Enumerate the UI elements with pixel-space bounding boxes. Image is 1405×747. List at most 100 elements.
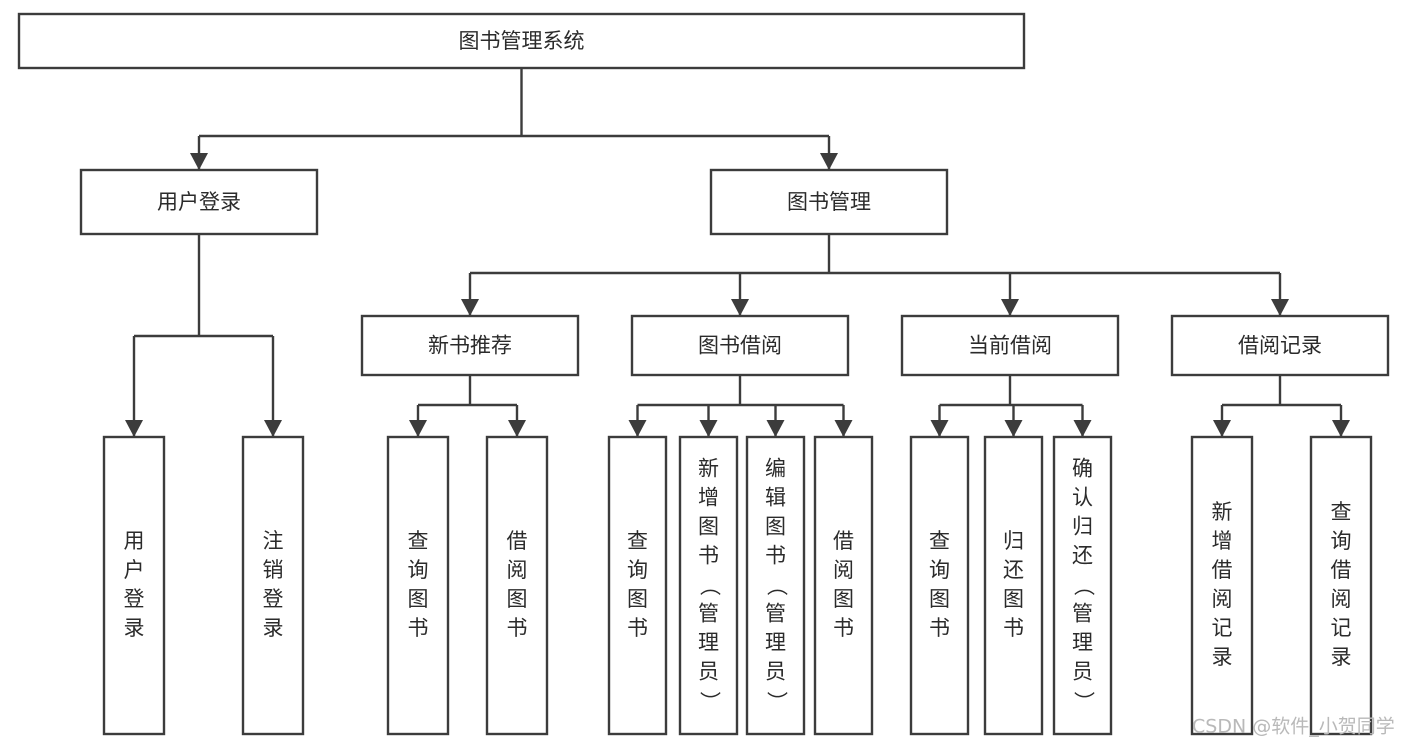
node-current-borrow[interactable]: 当前借阅 <box>900 314 1120 377</box>
arrow-head-icon <box>508 420 526 437</box>
node-label-char-leaf-edit-book-4: （ <box>765 575 789 596</box>
node-borrow-records[interactable]: 借阅记录 <box>1170 314 1390 377</box>
node-label-char-leaf-query-book-borrow-1: 询 <box>627 558 648 582</box>
node-label-char-leaf-query-book-current-2: 图 <box>929 587 950 611</box>
arrow-head-icon <box>125 420 143 437</box>
node-label-book-borrow: 图书借阅 <box>698 334 782 358</box>
node-label-char-leaf-add-book-3: 书 <box>698 544 719 568</box>
node-box-book-borrow <box>630 314 850 377</box>
node-label-char-leaf-confirm-return-6: 理 <box>1072 631 1093 655</box>
node-label-char-leaf-query-book-borrow-2: 图 <box>627 587 648 611</box>
node-box-leaf-confirm-return <box>1052 435 1113 736</box>
node-label-char-leaf-borrow-book-3: 书 <box>833 616 854 640</box>
node-box-leaf-borrow-book-recommend <box>485 435 549 736</box>
node-leaf-user-login[interactable]: 用户登录 <box>102 435 166 736</box>
node-label-char-leaf-logout-3: 录 <box>263 616 284 640</box>
node-label-char-leaf-edit-book-3: 书 <box>765 544 786 568</box>
node-label-char-leaf-edit-book-8: ） <box>765 691 789 712</box>
node-label-char-leaf-query-borrow-record-5: 录 <box>1331 645 1352 669</box>
node-label-char-leaf-confirm-return-7: 员 <box>1072 660 1093 684</box>
node-label-char-leaf-query-book-current-0: 查 <box>929 529 950 553</box>
node-label-char-leaf-edit-book-1: 辑 <box>765 486 786 510</box>
node-label-char-leaf-return-book-0: 归 <box>1003 529 1024 553</box>
watermark-layer: CSDN @软件_小贺同学 <box>1192 716 1395 738</box>
node-label-char-leaf-query-book-recommend-1: 询 <box>408 558 429 582</box>
node-root[interactable]: 图书管理系统 <box>17 12 1026 70</box>
connector-conn-root-to-level2 <box>190 68 838 170</box>
node-label-char-leaf-confirm-return-0: 确 <box>1072 457 1093 481</box>
node-label-char-leaf-query-borrow-record-4: 记 <box>1331 616 1352 640</box>
node-label-char-leaf-borrow-book-recommend-0: 借 <box>507 529 528 553</box>
node-label-char-leaf-borrow-book-1: 阅 <box>833 558 854 582</box>
node-label-new-book-recommend: 新书推荐 <box>428 334 512 358</box>
node-label-char-leaf-confirm-return-4: （ <box>1072 575 1096 596</box>
node-label-char-leaf-add-book-6: 理 <box>698 631 719 655</box>
node-label-char-leaf-user-login-1: 户 <box>124 558 145 582</box>
node-label-char-leaf-add-book-7: 员 <box>698 660 719 684</box>
node-label-char-leaf-add-borrow-record-4: 记 <box>1212 616 1233 640</box>
node-label-char-leaf-borrow-book-recommend-2: 图 <box>507 587 528 611</box>
node-label-char-leaf-add-borrow-record-3: 阅 <box>1212 587 1233 611</box>
node-label-char-leaf-confirm-return-3: 还 <box>1072 544 1093 568</box>
node-new-book-recommend[interactable]: 新书推荐 <box>360 314 580 377</box>
arrow-head-icon <box>766 420 785 437</box>
arrow-head-icon <box>1004 420 1023 437</box>
node-label-root: 图书管理系统 <box>459 29 585 53</box>
node-box-leaf-return-book <box>983 435 1044 736</box>
node-user-login[interactable]: 用户登录 <box>79 168 319 236</box>
connector-conn-userlogin-to-leaves <box>125 234 282 437</box>
arrow-head-icon <box>820 153 838 170</box>
node-box-borrow-records <box>1170 314 1390 377</box>
node-box-current-borrow <box>900 314 1120 377</box>
node-label-char-leaf-edit-book-6: 理 <box>765 631 786 655</box>
arrow-head-icon <box>1332 420 1350 437</box>
node-label-char-leaf-edit-book-2: 图 <box>765 515 786 539</box>
node-label-char-leaf-logout-1: 销 <box>263 558 284 582</box>
node-book-management[interactable]: 图书管理 <box>709 168 949 236</box>
node-label-char-leaf-return-book-2: 图 <box>1003 587 1024 611</box>
node-label-char-leaf-add-book-4: （ <box>698 575 722 596</box>
arrow-head-icon <box>731 299 749 316</box>
node-box-leaf-query-book-recommend <box>386 435 450 736</box>
arrow-head-icon <box>190 153 208 170</box>
node-box-leaf-edit-book <box>745 435 806 736</box>
connector-conn-current-to-leaves <box>930 375 1092 437</box>
connector-layer <box>125 68 1350 437</box>
node-label-char-leaf-borrow-book-recommend-3: 书 <box>507 616 528 640</box>
node-label-user-login: 用户登录 <box>157 190 241 214</box>
node-book-borrow[interactable]: 图书借阅 <box>630 314 850 377</box>
node-label-char-leaf-return-book-1: 还 <box>1003 558 1024 582</box>
arrow-head-icon <box>834 420 853 437</box>
node-label-char-leaf-add-book-0: 新 <box>698 457 719 481</box>
node-layer: 图书管理系统用户登录图书管理新书推荐图书借阅当前借阅借阅记录用户登录注销登录查询… <box>17 12 1390 736</box>
node-label-char-leaf-add-borrow-record-0: 新 <box>1212 500 1233 524</box>
node-label-char-leaf-add-borrow-record-5: 录 <box>1212 645 1233 669</box>
node-label-char-leaf-query-book-recommend-0: 查 <box>408 529 429 553</box>
node-box-root <box>17 12 1026 70</box>
node-label-current-borrow: 当前借阅 <box>968 334 1052 358</box>
node-label-char-leaf-edit-book-5: 管 <box>765 602 786 626</box>
connector-conn-recommend-to-leaves <box>409 375 526 437</box>
connector-conn-records-to-leaves <box>1213 375 1350 437</box>
node-box-leaf-borrow-book <box>813 435 874 736</box>
node-label-char-leaf-query-book-current-1: 询 <box>929 558 950 582</box>
node-box-user-login <box>79 168 319 236</box>
node-label-char-leaf-add-book-2: 图 <box>698 515 719 539</box>
node-label-char-leaf-borrow-book-recommend-1: 阅 <box>507 558 528 582</box>
node-label-char-leaf-return-book-3: 书 <box>1003 616 1024 640</box>
node-box-leaf-add-borrow-record <box>1190 435 1254 736</box>
node-label-char-leaf-query-borrow-record-2: 借 <box>1331 558 1352 582</box>
